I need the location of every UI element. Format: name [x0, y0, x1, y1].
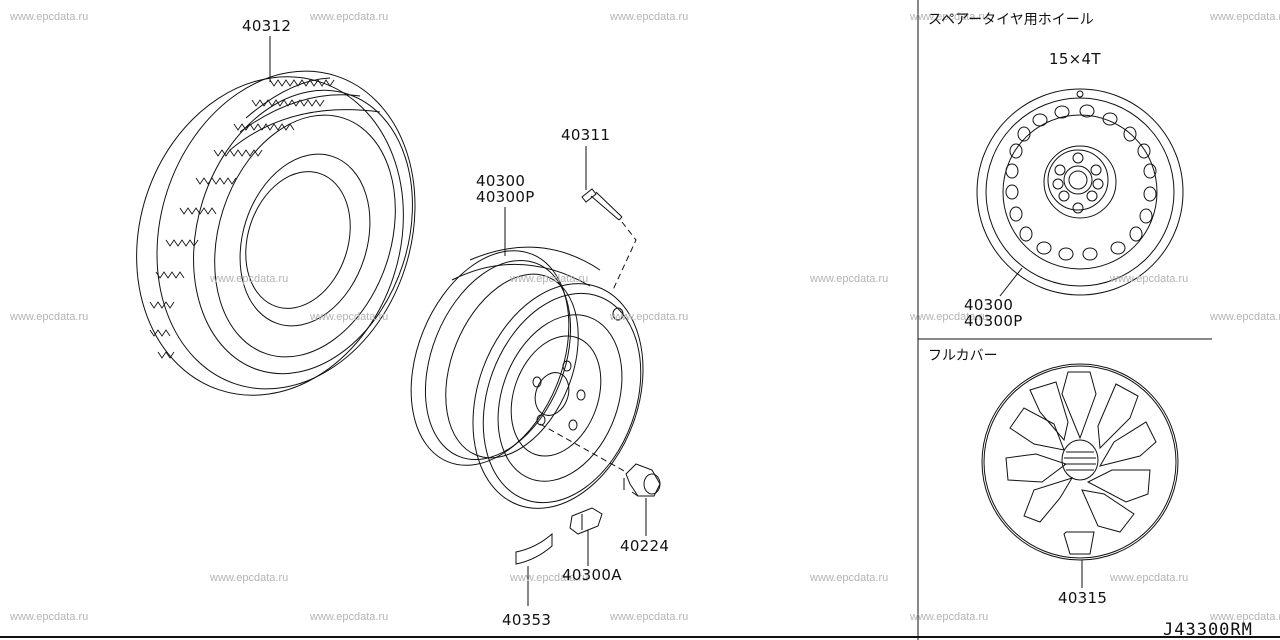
watermark: www.epcdata.ru [1210, 311, 1280, 323]
part-label-40311[interactable]: 40311 [561, 126, 611, 144]
spare-wheel-size: 15×4T [1049, 50, 1101, 68]
watermark: www.epcdata.ru [210, 273, 289, 285]
full-cover-title: フルカバー [928, 348, 998, 364]
part-label-40300A[interactable]: 40300A [562, 566, 622, 584]
weight-40353-illustration [515, 532, 553, 565]
watermark: www.epcdata.ru [1110, 572, 1189, 584]
spare-wheel-illustration [976, 88, 1184, 296]
watermark: www.epcdata.ru [510, 572, 589, 584]
part-label-spare-40300[interactable]: 40300 [964, 296, 1014, 314]
part-label-40353[interactable]: 40353 [502, 611, 552, 629]
tread-zigzag [269, 79, 335, 87]
watermark: www.epcdata.ru [10, 311, 89, 323]
part-label-40300[interactable]: 40300 [476, 172, 526, 190]
watermark: www.epcdata.ru [910, 311, 989, 323]
watermark: www.epcdata.ru [610, 11, 689, 23]
watermark: www.epcdata.ru [10, 611, 89, 623]
watermark: www.epcdata.ru [310, 11, 389, 23]
watermark: www.epcdata.ru [210, 572, 289, 584]
watermark: www.epcdata.ru [910, 611, 989, 623]
diagram-code: J43300RM [1163, 620, 1253, 640]
part-label-40312[interactable]: 40312 [242, 17, 292, 35]
weight-40300A-illustration [569, 507, 603, 535]
watermark: www.epcdata.ru [1210, 11, 1280, 23]
nut-illustration [623, 463, 661, 497]
watermark: www.epcdata.ru [1110, 273, 1189, 285]
valve-illustration [581, 188, 623, 221]
watermark: www.epcdata.ru [610, 611, 689, 623]
watermark: www.epcdata.ru [810, 572, 889, 584]
full-cover-illustration [981, 363, 1179, 561]
nut-dashed-line [539, 423, 627, 473]
leader-spare-40300 [999, 267, 1023, 297]
watermark: www.epcdata.ru [310, 311, 389, 323]
watermark: www.epcdata.ru [10, 11, 89, 23]
watermark: www.epcdata.ru [1210, 611, 1280, 623]
part-label-40224[interactable]: 40224 [620, 537, 670, 555]
watermark: www.epcdata.ru [910, 11, 989, 23]
part-label-40315[interactable]: 40315 [1058, 589, 1108, 607]
watermark: www.epcdata.ru [310, 611, 389, 623]
spare-wheel-title: スペアータイヤ用ホイール [928, 12, 1094, 28]
tire-illustration [136, 70, 416, 396]
part-label-40300P[interactable]: 40300P [476, 188, 535, 206]
valve-dashed-line [611, 221, 637, 293]
wheel-illustration [410, 246, 644, 509]
watermark: www.epcdata.ru [810, 273, 889, 285]
part-label-spare-40300P[interactable]: 40300P [964, 312, 1023, 330]
watermark: www.epcdata.ru [610, 311, 689, 323]
watermark: www.epcdata.ru [510, 273, 589, 285]
